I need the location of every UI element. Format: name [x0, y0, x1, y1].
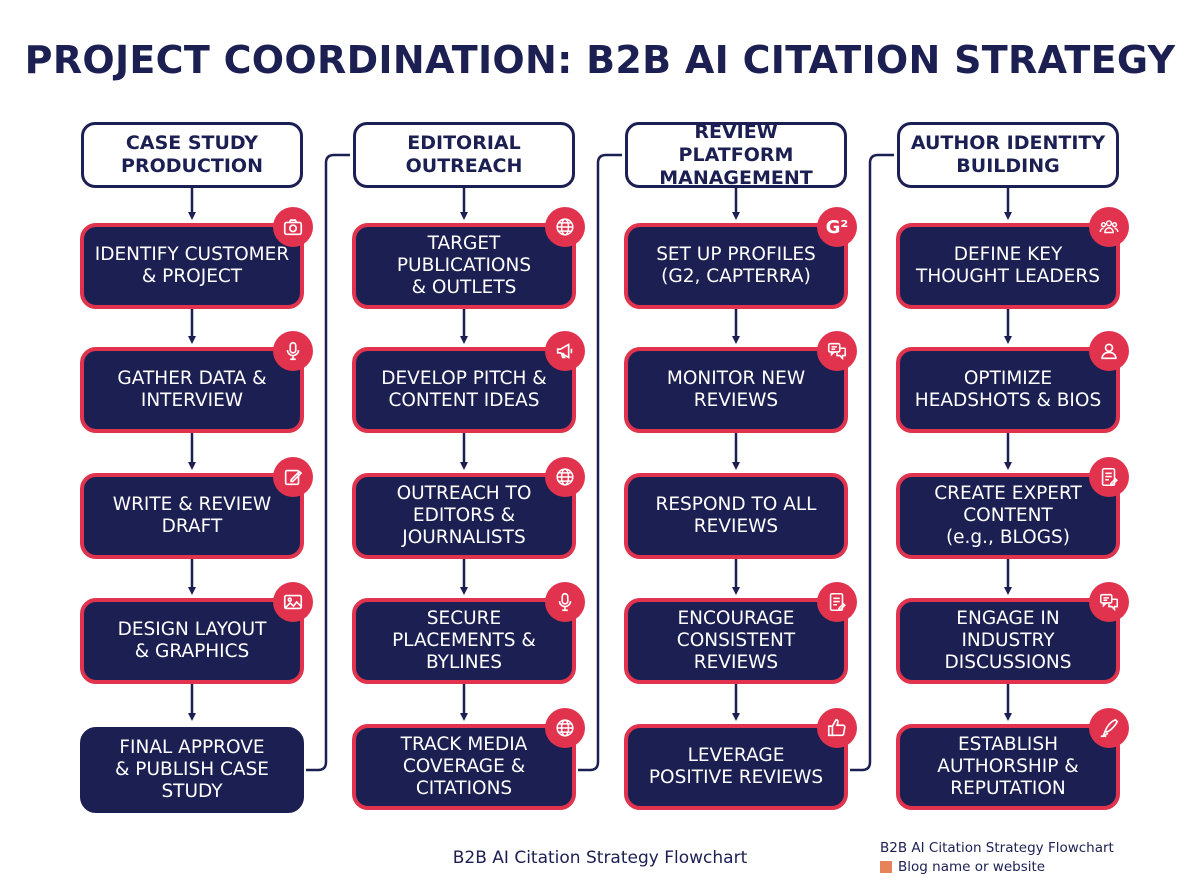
- column-header-case-study: CASE STUDY PRODUCTION: [81, 122, 303, 188]
- footer-blog: Blog name or website: [880, 859, 1130, 875]
- column-header-editorial: EDITORIAL OUTREACH: [353, 122, 575, 188]
- step-label: CREATE EXPERT CONTENT (e.g., BLOGS): [934, 483, 1082, 548]
- step-label: DEFINE KEY THOUGHT LEADERS: [916, 244, 1100, 287]
- column-header-label: EDITORIAL OUTREACH: [405, 132, 523, 177]
- step-leverage-reviews: LEVERAGE POSITIVE REVIEWS: [624, 724, 848, 810]
- step-label: RESPOND TO ALL REVIEWS: [655, 494, 817, 537]
- chat-icon: [817, 331, 857, 371]
- step-define-leaders: DEFINE KEY THOUGHT LEADERS: [896, 223, 1120, 309]
- chat-icon: [1089, 582, 1129, 622]
- column-header-label: CASE STUDY PRODUCTION: [121, 132, 263, 177]
- megaphone-icon: [545, 331, 585, 371]
- camera-icon: [273, 207, 313, 247]
- microphone-icon: [273, 331, 313, 371]
- document-icon: [817, 582, 857, 622]
- step-label: ENGAGE IN INDUSTRY DISCUSSIONS: [944, 608, 1072, 673]
- footer-title: B2B AI Citation Strategy Flowchart: [880, 840, 1114, 856]
- step-track-media: TRACK MEDIA COVERAGE & CITATIONS: [352, 724, 576, 810]
- step-optimize-headshots: OPTIMIZE HEADSHOTS & BIOS: [896, 347, 1120, 433]
- step-label: DESIGN LAYOUT & GRAPHICS: [117, 619, 267, 662]
- pen-icon: [1089, 708, 1129, 748]
- column-header-label: REVIEW PLATFORM MANAGEMENT: [659, 120, 813, 189]
- step-label: GATHER DATA & INTERVIEW: [117, 368, 267, 411]
- globe-icon: [545, 457, 585, 497]
- column-header-review-platform: REVIEW PLATFORM MANAGEMENT: [625, 120, 847, 189]
- step-set-up-profiles: SET UP PROFILES (G2, CAPTERRA): [624, 223, 848, 309]
- column-link-1-2: [306, 153, 350, 772]
- step-label: TRACK MEDIA COVERAGE & CITATIONS: [400, 734, 528, 799]
- thumbs-up-icon: [817, 708, 857, 748]
- step-label: ESTABLISH AUTHORSHIP & REPUTATION: [937, 734, 1079, 799]
- step-outreach-editors: OUTREACH TO EDITORS & JOURNALISTS: [352, 473, 576, 559]
- step-write-review: WRITE & REVIEW DRAFT: [80, 473, 304, 559]
- step-gather-data: GATHER DATA & INTERVIEW: [80, 347, 304, 433]
- step-label: TARGET PUBLICATIONS & OUTLETS: [396, 233, 532, 298]
- step-create-content: CREATE EXPERT CONTENT (e.g., BLOGS): [896, 473, 1120, 559]
- blog-swatch-icon: [880, 861, 892, 873]
- step-identify-customer: IDENTIFY CUSTOMER & PROJECT: [80, 223, 304, 309]
- image-icon: [273, 582, 313, 622]
- step-label: DEVELOP PITCH & CONTENT IDEAS: [381, 368, 547, 411]
- footer-caption: B2B AI Citation Strategy Flowchart: [452, 848, 748, 868]
- step-label: OUTREACH TO EDITORS & JOURNALISTS: [396, 483, 532, 548]
- step-label: MONITOR NEW REVIEWS: [666, 368, 806, 411]
- step-design-layout: DESIGN LAYOUT & GRAPHICS: [80, 598, 304, 684]
- user-icon: [1089, 331, 1129, 371]
- step-establish-authorship: ESTABLISH AUTHORSHIP & REPUTATION: [896, 724, 1120, 810]
- document-icon: [1089, 457, 1129, 497]
- column-link-2-3: [578, 153, 622, 772]
- group-icon: [1089, 207, 1129, 247]
- step-label: ENCOURAGE CONSISTENT REVIEWS: [676, 608, 796, 673]
- globe-icon: [545, 207, 585, 247]
- step-engage-discussions: ENGAGE IN INDUSTRY DISCUSSIONS: [896, 598, 1120, 684]
- page-title: PROJECT COORDINATION: B2B AI CITATION ST…: [24, 38, 1176, 82]
- footer-blog-label: Blog name or website: [898, 859, 1046, 875]
- step-label: FINAL APPROVE & PUBLISH CASE STUDY: [115, 737, 269, 802]
- step-label: LEVERAGE POSITIVE REVIEWS: [648, 745, 824, 788]
- g2-logo-text: G²: [825, 216, 849, 238]
- step-label: IDENTIFY CUSTOMER & PROJECT: [94, 244, 290, 287]
- column-header-label: AUTHOR IDENTITY BUILDING: [910, 132, 1106, 177]
- step-monitor-reviews: MONITOR NEW REVIEWS: [624, 347, 848, 433]
- step-respond-reviews: RESPOND TO ALL REVIEWS: [624, 473, 848, 559]
- step-develop-pitch: DEVELOP PITCH & CONTENT IDEAS: [352, 347, 576, 433]
- step-final-approve: FINAL APPROVE & PUBLISH CASE STUDY: [80, 727, 304, 813]
- edit-icon: [273, 457, 313, 497]
- column-link-3-4: [850, 153, 894, 772]
- g2-logo-icon: G²: [817, 207, 857, 247]
- step-secure-placements: SECURE PLACEMENTS & BYLINES: [352, 598, 576, 684]
- step-target-publications: TARGET PUBLICATIONS & OUTLETS: [352, 223, 576, 309]
- step-label: WRITE & REVIEW DRAFT: [112, 494, 272, 537]
- step-label: SET UP PROFILES (G2, CAPTERRA): [656, 244, 816, 287]
- step-label: OPTIMIZE HEADSHOTS & BIOS: [914, 368, 1102, 411]
- column-header-author-identity: AUTHOR IDENTITY BUILDING: [897, 122, 1119, 188]
- microphone-icon: [545, 582, 585, 622]
- step-encourage-reviews: ENCOURAGE CONSISTENT REVIEWS: [624, 598, 848, 684]
- step-label: SECURE PLACEMENTS & BYLINES: [392, 608, 536, 673]
- globe-icon: [545, 708, 585, 748]
